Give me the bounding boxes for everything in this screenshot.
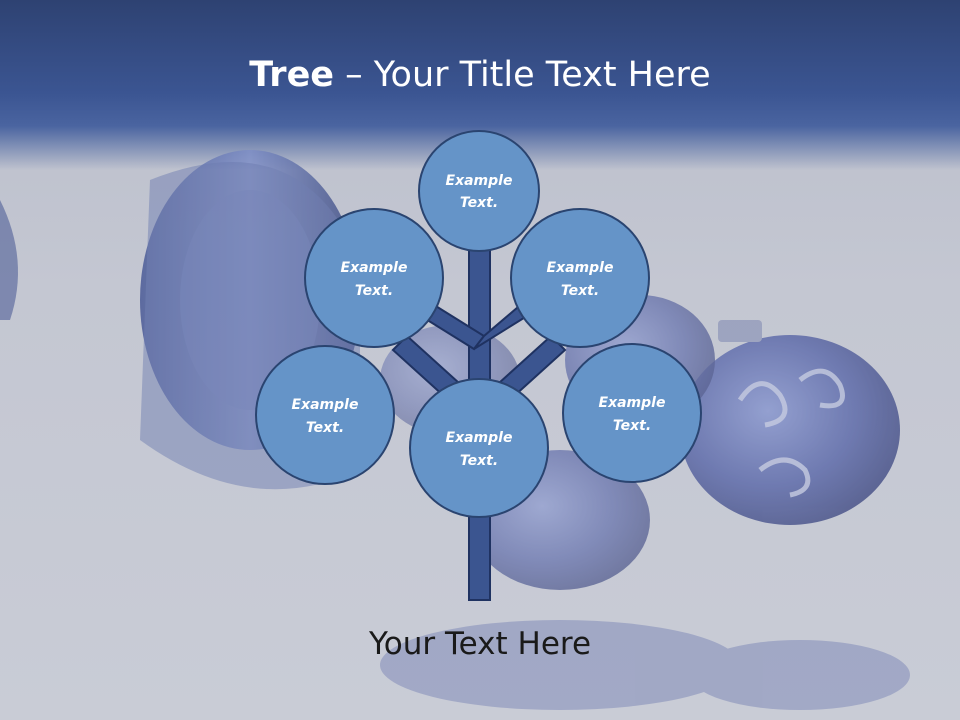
node-lower-left xyxy=(255,345,395,485)
node-lower-left-line2: Text. xyxy=(306,420,344,436)
node-upper-left xyxy=(304,208,444,348)
node-lower-right-line1: Example xyxy=(599,395,666,411)
node-center-line1: Example xyxy=(446,430,513,446)
node-center-line2: Text. xyxy=(460,453,498,469)
node-top-line2: Text. xyxy=(460,195,498,211)
node-lower-left-line1: Example xyxy=(292,397,359,413)
node-upper-left-line2: Text. xyxy=(355,283,393,299)
node-upper-right-line2: Text. xyxy=(561,283,599,299)
title-bold: Tree xyxy=(249,55,335,95)
node-top-line1: Example xyxy=(446,173,513,189)
title-rest: – Your Title Text Here xyxy=(334,55,711,95)
node-top xyxy=(418,130,540,252)
node-upper-right-line1: Example xyxy=(547,260,614,276)
node-upper-right xyxy=(510,208,650,348)
node-center xyxy=(409,378,549,518)
node-lower-right-line2: Text. xyxy=(613,418,651,434)
caption-text: Your Text Here xyxy=(368,626,592,662)
node-lower-right xyxy=(562,343,702,483)
node-upper-left-line1: Example xyxy=(341,260,408,276)
slide-title: Tree – Your Title Text Here xyxy=(0,50,960,100)
